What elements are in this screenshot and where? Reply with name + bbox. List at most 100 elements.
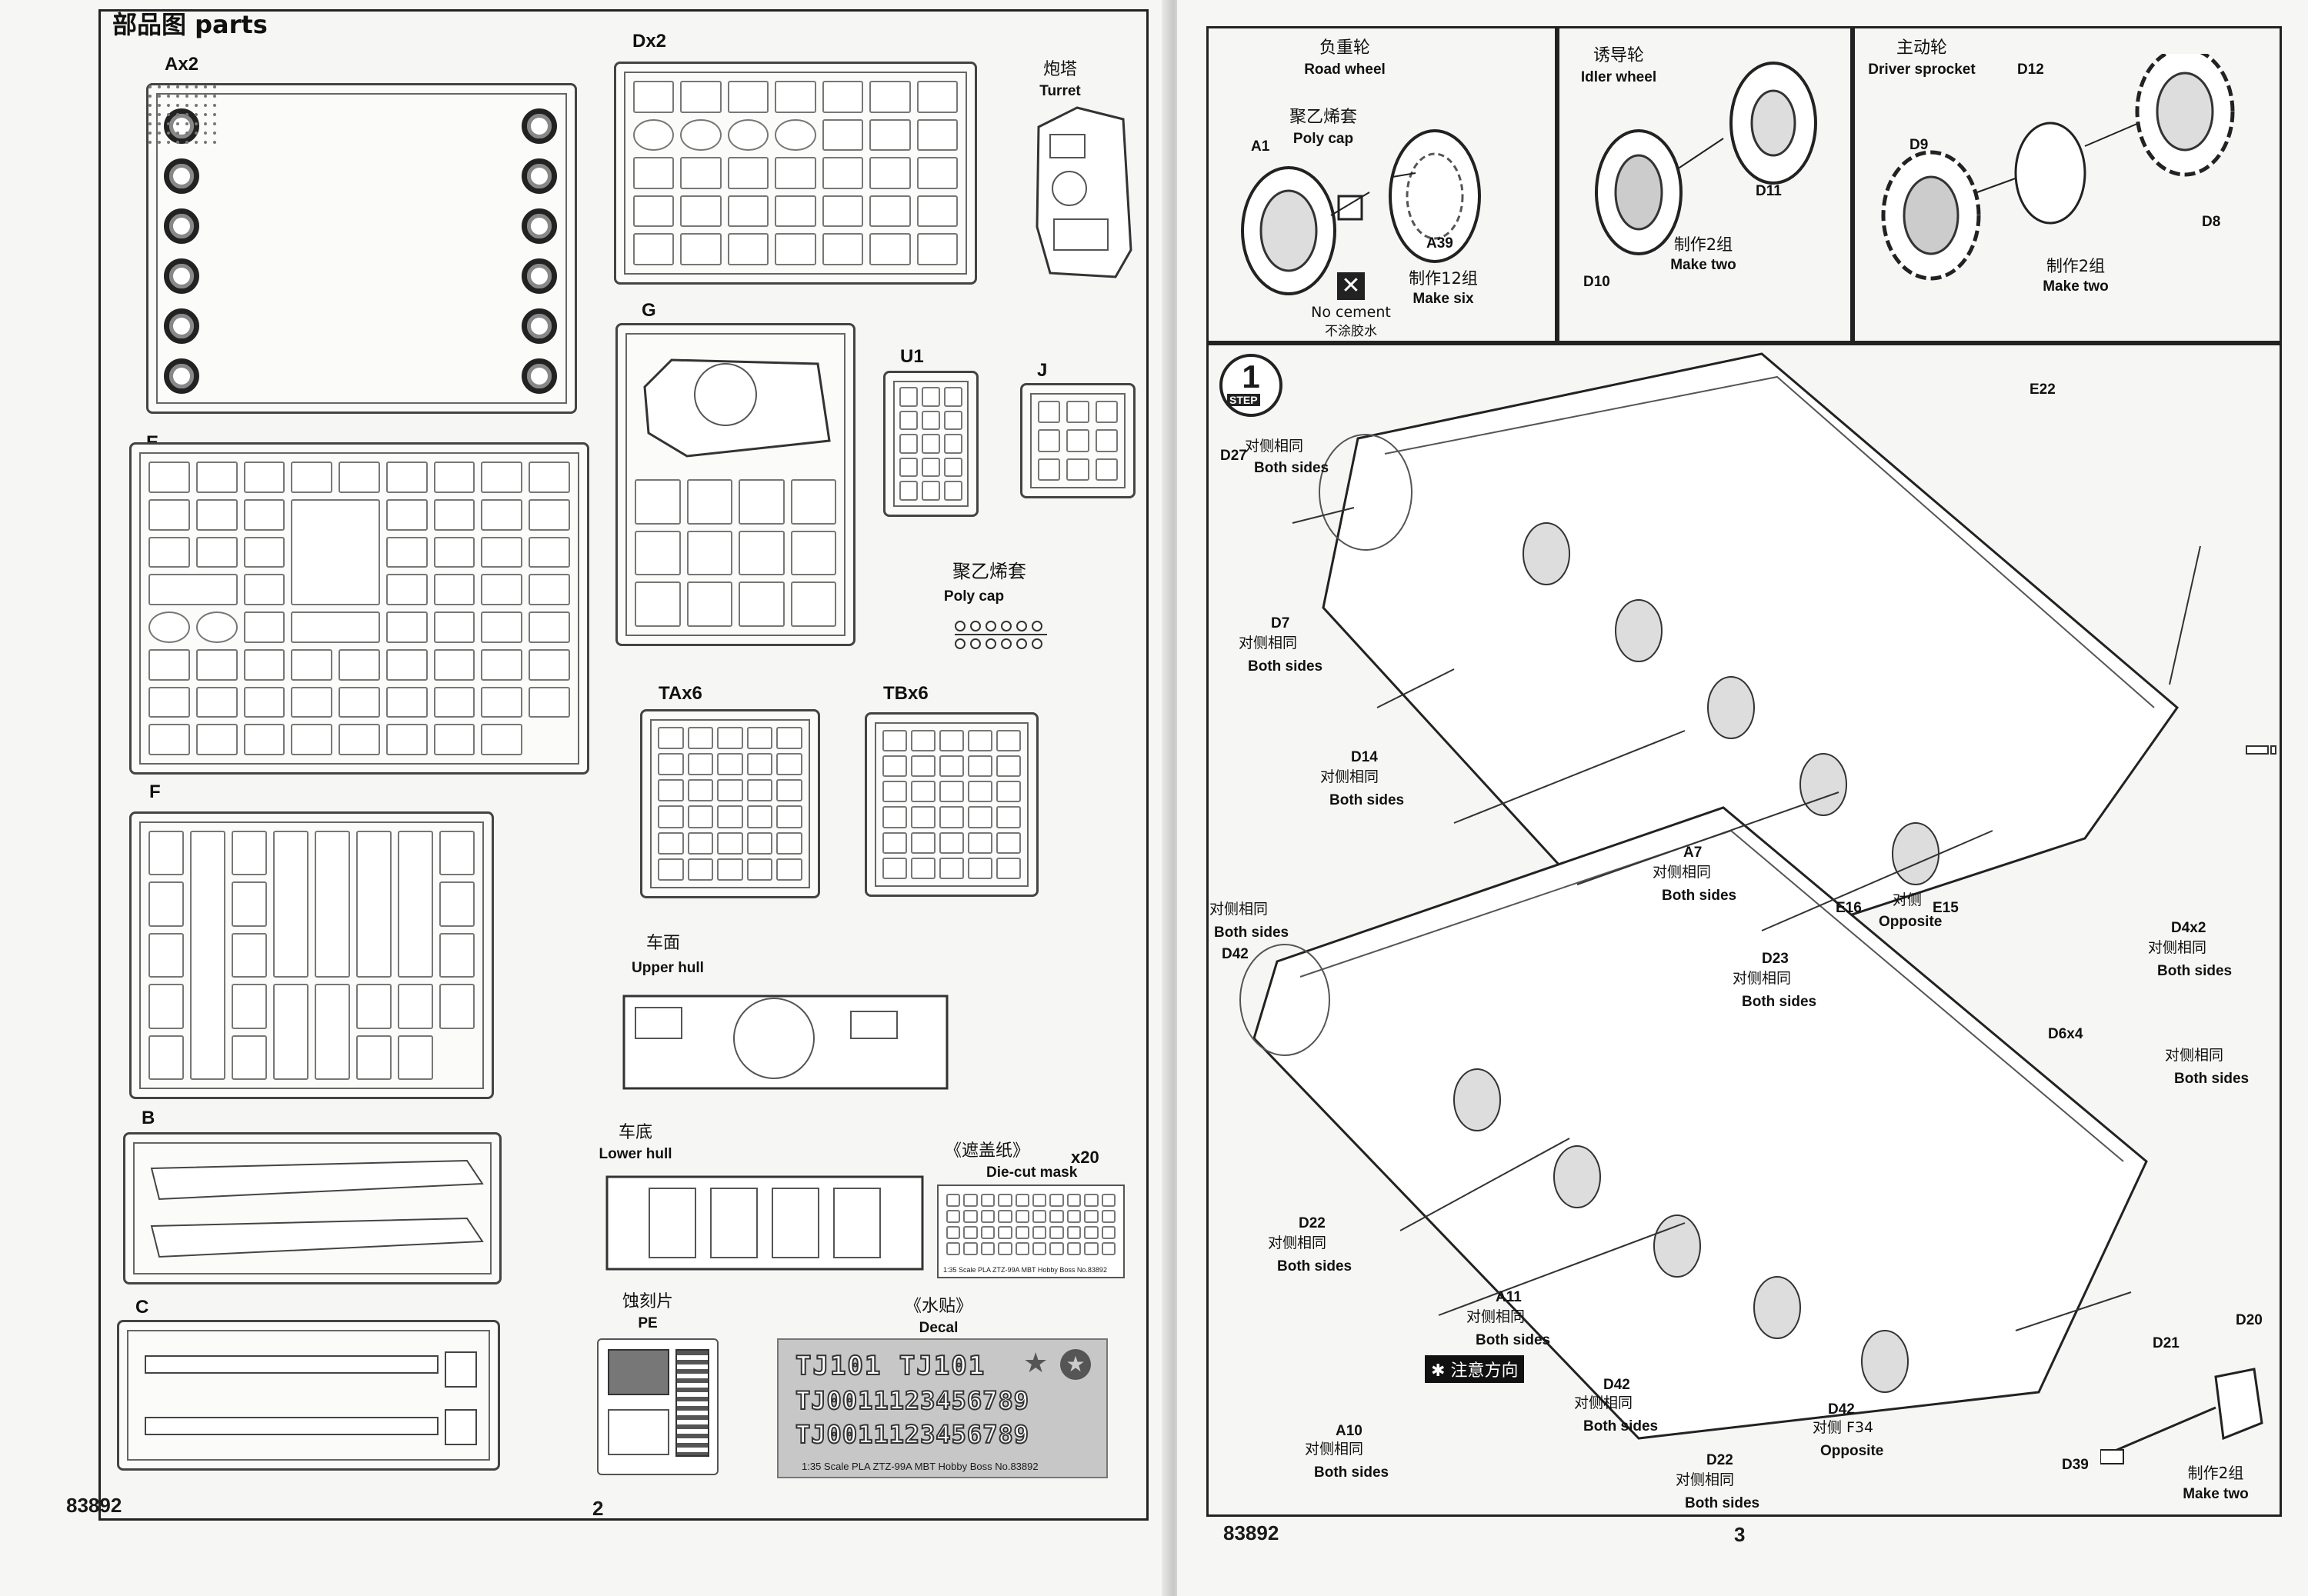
decal-label-en: Decal [919,1320,959,1336]
callout-d4-en: Both sides [2157,963,2233,979]
road-wheel-icon [522,308,557,344]
sprue-ta-label: TAx6 [659,683,702,704]
sprue-a-frame [156,93,567,404]
callout-d14: D14 [1351,749,1378,765]
callout-d27-en: Both sides [1254,460,1329,476]
callout-d42-a: D42 [1222,946,1249,962]
sprue-c-label: C [135,1297,149,1318]
callout-d42-c: D42 [1828,1401,1855,1418]
idler-arm-drawing [2100,1368,2263,1464]
sprue-e-frame [139,452,579,765]
sprue-u [883,371,979,517]
sprue-c [117,1320,500,1471]
pe-strips [675,1349,709,1457]
callout-a11-cn: 对侧相同 [1466,1308,1526,1325]
sprue-a-label: Ax2 [165,54,199,75]
callout-right-cn: 对侧相同 [2165,1047,2224,1064]
callout-a11-en: Both sides [1476,1332,1551,1348]
no-cement-en: No cement [1311,304,1391,321]
lower-hull-drawing [605,1175,924,1271]
sprue-f-parts [148,831,475,1080]
kit-number-left: 83892 [66,1494,122,1517]
mask-label-cn: 《遮盖纸》 [945,1141,1030,1161]
road-wheel-icon [522,108,557,144]
callout-f34-en: Opposite [1820,1443,1884,1459]
make-two-en: Make two [2183,1486,2249,1502]
sprue-ta [640,709,820,898]
decal-row-2: TJ0011123456789 [795,1385,1029,1416]
callout-d23: D23 [1762,951,1789,967]
poly-cap-en: Poly cap [1292,131,1354,147]
attention-text: 注意方向 [1450,1361,1519,1381]
callout-a10: A10 [1336,1423,1362,1439]
road-wheel-icon [522,158,557,194]
part-a39-label: A39 [1426,235,1453,252]
sprue-j-frame [1030,393,1126,488]
sprue-d-frame [624,72,967,275]
road-wheel-icon [522,358,557,394]
no-cement-icon: ✕ [1337,272,1365,300]
decal-label-cn: 《水贴》 [904,1297,973,1316]
sprue-g-frame [625,333,845,636]
callout-right-en: Both sides [2174,1071,2250,1087]
sprocket-make-cn: 制作2组 [2046,257,2106,275]
callout-d42-b: D42 [1603,1377,1630,1393]
idler-wheel-box [1557,26,1853,343]
page-number-left: 2 [592,1497,604,1520]
callout-d6: D6x4 [2048,1026,2083,1042]
road-wheel-icon [164,108,199,144]
road-wheel-icon [522,208,557,244]
road-wheel-icon [164,258,199,294]
sprue-j-parts [1038,401,1118,481]
pe-grille [608,1349,669,1395]
sprue-a [146,83,577,414]
mask-pieces [946,1194,1116,1255]
mask-qty: x20 [1071,1148,1099,1167]
upper-hull-label-en: Upper hull [632,960,704,976]
callout-d42-b-cn: 对侧相同 [1574,1394,1633,1411]
sprue-d-label: Dx2 [632,31,667,52]
sprue-b-frame [133,1142,492,1274]
star-icon: ★ [1023,1348,1049,1379]
pe-label-en: PE [638,1315,658,1331]
callout-d22-a-cn: 对侧相同 [1268,1234,1327,1251]
sprue-e [129,442,589,775]
part-d10-label: D10 [1583,274,1610,290]
callout-e22: E22 [2030,382,2056,398]
sprue-j [1020,383,1136,498]
sprue-g-turret-part [643,358,831,458]
sprue-b [123,1132,502,1284]
parts-page: 部品图 parts Ax2 Dx2 [0,0,1169,1596]
callout-e15: E15 [1933,900,1959,916]
sprue-u-label: U1 [900,346,924,367]
sprue-a-parts [148,85,216,144]
pe-small-parts [608,1409,669,1455]
sprue-b-side-skirts [150,1159,484,1258]
sprocket-diagram [1881,54,2235,281]
part-d9-label: D9 [1909,137,1929,153]
instructions-page: 负重轮 Road wheel 聚乙烯套 Poly cap A1 A39 ✕ 制作… [1177,0,2308,1596]
sprue-u-parts [899,387,962,501]
no-cement-cn: 不涂胶水 [1325,324,1377,339]
part-d12-label: D12 [2017,62,2044,78]
asterisk-icon: ✱ [1431,1361,1446,1381]
turret-drawing [1036,106,1132,278]
callout-top-left-en: Both sides [1214,925,1289,941]
sprocket-title-en: Driver sprocket [1868,62,1976,78]
pe-label-cn: 蚀刻片 [622,1292,674,1311]
mask-caption: 1:35 Scale PLA ZTZ-99A MBT Hobby Boss No… [943,1266,1107,1274]
sprue-ta-parts [658,727,802,881]
sprue-f-label: F [149,781,161,802]
idler-wheel-diagram [1595,62,1817,255]
road-wheel-diagram [1241,129,1481,295]
callout-d20: D20 [2236,1312,2263,1328]
sprue-tb-frame [875,722,1029,887]
attention-badge: ✱ 注意方向 [1425,1355,1525,1383]
sprue-c-parts [145,1351,477,1445]
sprue-ta-frame [650,719,810,888]
poly-cap-runner [955,621,1047,649]
callout-opp-cn: 对侧 [1893,891,1923,908]
make-six-en: Make six [1412,291,1474,307]
callout-d22-b: D22 [1706,1452,1733,1468]
step-1-box [1206,343,2282,1517]
